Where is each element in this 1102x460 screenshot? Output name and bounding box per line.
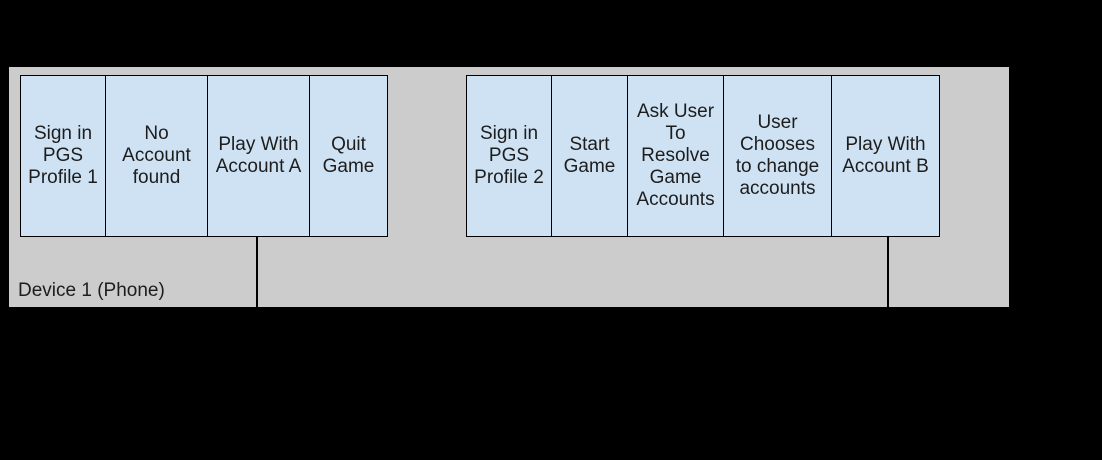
flow-box-quit-game: Quit Game [309, 75, 388, 237]
flow-group-profile-2: Sign in PGS Profile 2 Start Game Ask Use… [466, 75, 940, 237]
connector-line-account-b [887, 237, 889, 307]
flow-group-profile-1: Sign in PGS Profile 1 No Account found P… [20, 75, 388, 237]
flow-box-play-with-account-a: Play With Account A [207, 75, 310, 237]
device-1-lane: Sign in PGS Profile 1 No Account found P… [9, 67, 1009, 307]
flow-box-sign-in-pgs-profile-2: Sign in PGS Profile 2 [466, 75, 552, 237]
flow-box-play-with-account-b: Play With Account B [831, 75, 940, 237]
flow-box-no-account-found: No Account found [105, 75, 208, 237]
flow-box-user-chooses-to-change-accounts: User Chooses to change accounts [723, 75, 832, 237]
flow-box-start-game: Start Game [551, 75, 628, 237]
flow-box-ask-user-to-resolve-game-accounts: Ask User To Resolve Game Accounts [627, 75, 724, 237]
device-lane-label: Device 1 (Phone) [18, 280, 165, 301]
flow-box-sign-in-pgs-profile-1: Sign in PGS Profile 1 [20, 75, 106, 237]
connector-line-account-a [256, 237, 258, 307]
